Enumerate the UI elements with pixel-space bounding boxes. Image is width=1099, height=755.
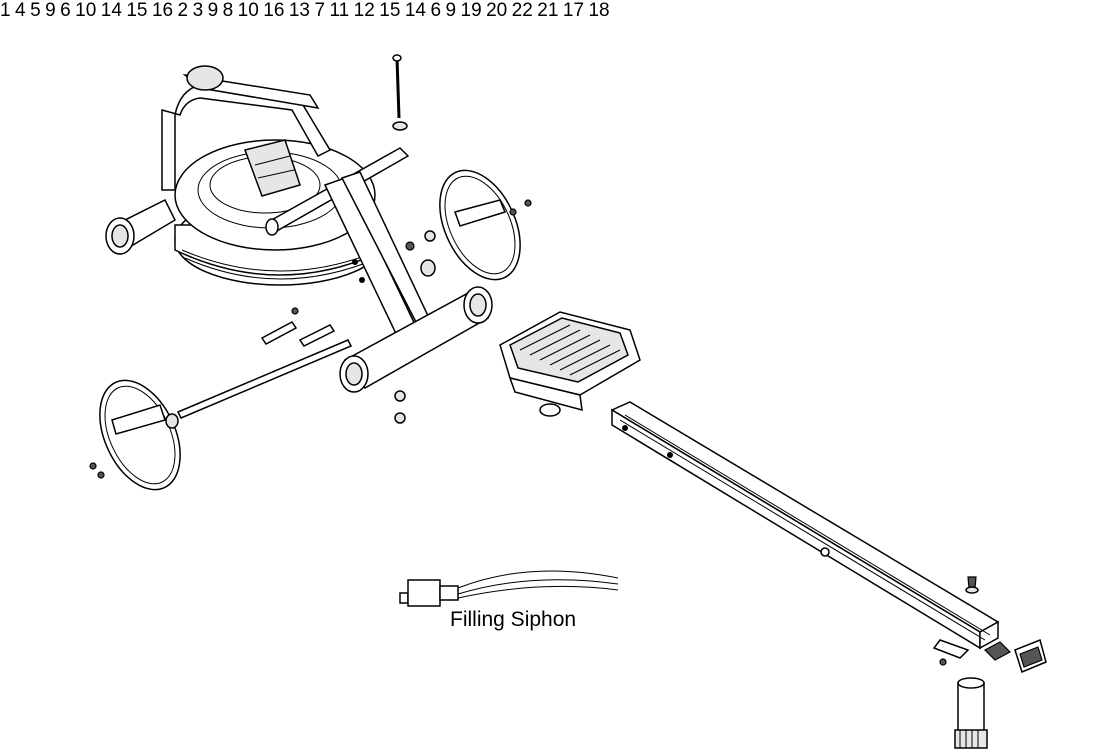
callout-9-left: 9 (207, 0, 219, 21)
callout-20: 20 (486, 0, 508, 21)
monorail (610, 401, 1000, 650)
callout-18: 18 (588, 0, 610, 21)
callout-14-right: 14 (100, 0, 122, 21)
callout-5: 5 (30, 0, 41, 21)
callout-6-bottom: 6 (430, 0, 442, 21)
callout-21: 21 (537, 0, 559, 21)
hardware (89, 199, 532, 479)
callout-7: 7 (314, 0, 326, 21)
callout-11: 11 (329, 0, 350, 21)
callout-10-left: 10 (237, 0, 259, 21)
callout-13: 13 (288, 0, 310, 21)
filling-siphon-label: Filling Siphon (450, 608, 577, 631)
washer (392, 121, 408, 131)
callout-6-top: 6 (60, 0, 71, 21)
callout-2: 2 (177, 0, 189, 21)
callout-17: 17 (562, 0, 585, 21)
callout-22: 22 (511, 0, 533, 21)
footplate-right (439, 169, 521, 281)
bolt (392, 54, 402, 119)
callout-3: 3 (192, 0, 204, 21)
callout-12: 12 (353, 0, 375, 21)
callout-15-right: 15 (126, 0, 148, 21)
callout-16-right: 16 (151, 0, 174, 21)
callout-19: 19 (460, 0, 482, 21)
rail-foot (954, 677, 988, 749)
water-tank-assembly (105, 65, 493, 393)
callout-10-right: 10 (75, 0, 97, 21)
callout-15-left: 15 (379, 0, 401, 21)
rail-end-parts (932, 576, 1047, 674)
callout-14-left: 14 (404, 0, 426, 21)
callout-9-top: 9 (45, 0, 56, 21)
callout-1: 1 (0, 0, 11, 21)
callout-9-rail: 9 (445, 0, 457, 21)
callout-4: 4 (15, 0, 26, 21)
callout-8: 8 (222, 0, 234, 21)
axle-rods (176, 321, 353, 419)
filling-siphon (399, 570, 619, 607)
callout-16-left: 16 (263, 0, 285, 21)
seat (499, 311, 641, 417)
footplate-left (99, 379, 181, 491)
